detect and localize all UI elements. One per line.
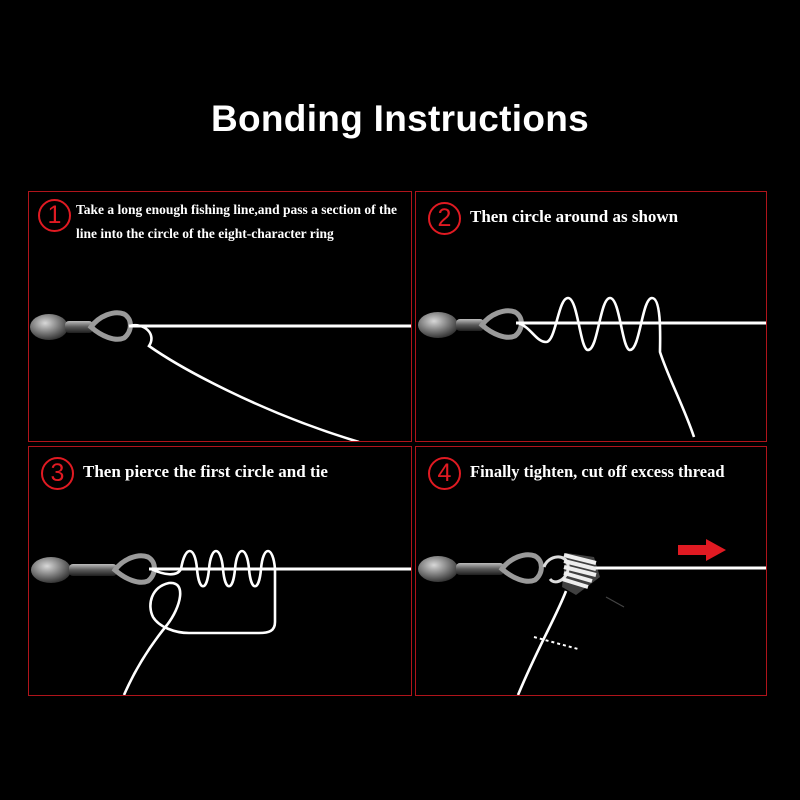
step-number-badge: 3 [41,457,74,490]
swivel-icon [31,553,157,585]
page-title: Bonding Instructions [210,98,590,139]
step-number-badge: 1 [38,199,71,232]
step-4-panel: 4 Finally tighten, cut off excess thread [415,446,767,696]
arrow-right-icon [678,539,726,561]
swivel-icon [418,308,524,340]
step-number-badge: 2 [428,202,461,235]
swivel-icon [418,552,544,584]
step-3-panel: 3 Then pierce the first circle and tie [28,446,412,696]
step-instruction: Take a long enough fishing line,and pass… [76,202,397,241]
swivel-icon [30,310,133,342]
step-instruction: Then pierce the first circle and tie [83,462,328,481]
step-1-panel: 1 Take a long enough fishing line,and pa… [28,191,412,442]
step-2-panel: 2 Then circle around as shown [415,191,767,442]
step-2-illustration [418,296,766,438]
tightened-knot [542,553,600,595]
step-1-illustration [30,310,411,441]
step-3-illustration [31,549,411,695]
step-number-badge: 4 [428,457,461,490]
step-4-illustration [418,539,766,695]
step-instruction: Finally tighten, cut off excess thread [470,462,725,481]
step-instruction: Then circle around as shown [470,207,679,226]
